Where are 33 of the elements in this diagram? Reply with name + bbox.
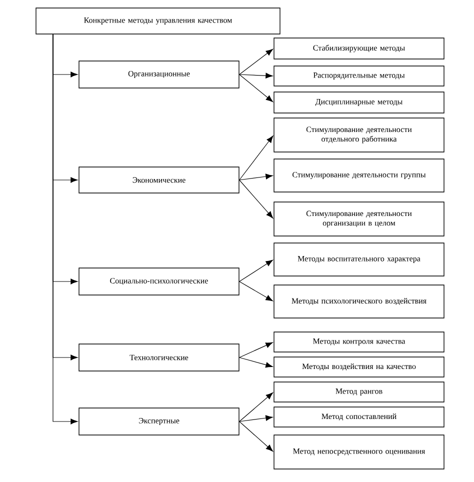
method-box: Метод сопоставлений: [274, 406, 444, 428]
arrow: [239, 174, 273, 180]
category-box: Социально-психологические: [78, 268, 240, 296]
method-box: Распорядительные методы: [274, 66, 444, 86]
arrow: [239, 136, 274, 180]
category-box: Технологические: [78, 344, 240, 372]
method-box: Методы контроля качества: [274, 332, 444, 352]
method-box: Стимулирование деятельности отдельного работника: [274, 118, 444, 152]
method-box: Метод непосредственного оценивания: [274, 434, 444, 470]
arrow: [239, 421, 274, 452]
method-box: Методы психологического воздействия: [274, 284, 444, 318]
category-box: Организационные: [78, 60, 240, 88]
method-box: Методы воздействия на качество: [274, 356, 444, 378]
method-box: Дисциплинарные методы: [274, 92, 444, 114]
arrow: [239, 415, 273, 422]
arrow: [239, 392, 274, 422]
arrow: [239, 48, 273, 75]
method-box: Стабилизирующие методы: [274, 38, 444, 60]
arrow: [239, 180, 274, 218]
arrow: [239, 281, 273, 302]
method-box: Стимулирование деятельности организации в целом: [274, 202, 444, 236]
arrow: [239, 357, 273, 368]
method-box: Метод рангов: [274, 382, 444, 402]
arrow: [239, 72, 273, 78]
arrow: [239, 342, 273, 358]
arrow: [239, 74, 273, 102]
category-box: Экономические: [78, 166, 240, 194]
method-box: Стимулирование деятельности группы: [274, 158, 444, 192]
arrow: [52, 34, 78, 424]
title-box: Конкретные методы управления качеством: [36, 8, 280, 34]
arrow: [239, 260, 273, 282]
category-box: Экспертные: [78, 408, 240, 436]
method-box: Методы воспитательного характера: [274, 242, 444, 276]
